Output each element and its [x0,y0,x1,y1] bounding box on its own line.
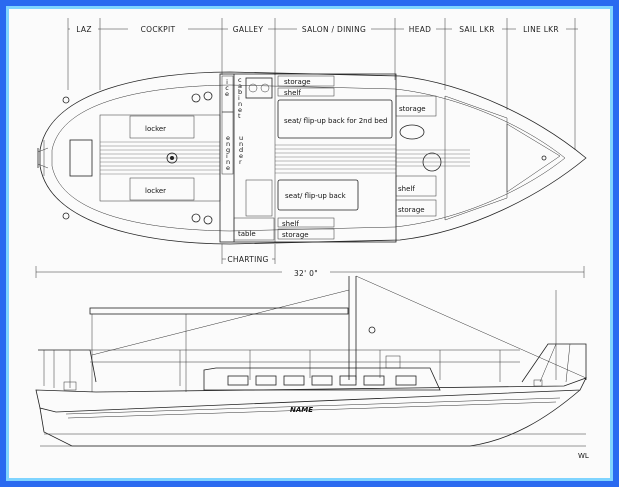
room-seat-bottom: seat/ flip-up back [285,192,347,200]
profile-view: NAME WL [35,275,589,460]
room-shelf-bottom: shelf [282,220,299,228]
head-sole [396,149,470,167]
section-label-salon: SALON / DINING [302,25,366,34]
section-label-sail-locker: SAIL LKR [459,25,495,34]
waterline-label: WL [578,452,589,460]
overall-length-dimension: 32' 0" [35,266,585,278]
winch-icon [191,93,201,103]
winch-icon [203,215,213,225]
wheel-icon [166,152,178,164]
stove [245,77,273,99]
spreader-fitting-icon [368,326,376,334]
length-label: 32' 0" [294,269,318,278]
room-storage-right-top: storage [399,105,426,113]
porthole [363,375,385,386]
sheer-line [35,377,587,413]
cockpit-deck [99,114,221,202]
drawing-border [6,6,613,481]
lazarette-hatch [69,139,93,177]
porthole [283,375,305,386]
room-locker-top: locker [145,125,166,133]
winch-icon [191,213,201,223]
section-label-head: HEAD [409,25,431,34]
room-locker-bottom: locker [145,187,166,195]
hull-name: NAME [290,406,313,414]
boom [89,307,349,315]
cabin-house [203,367,441,391]
salon-sole [275,144,396,174]
room-storage-bottom: storage [282,231,309,239]
room-seat-top: seat/ flip-up back for 2nd bed [284,117,387,125]
charting-label: CHARTING [227,255,268,264]
room-shelf-right: shelf [398,185,415,193]
winch-icon [203,91,213,101]
section-label-line-locker: LINE LKR [523,25,559,34]
cleat-icon [62,212,70,220]
porthole [255,375,277,386]
section-label-galley: GALLEY [233,25,264,34]
bow-fitting-icon [541,155,547,161]
section-label-cockpit: COCKPIT [141,25,176,34]
porthole [395,375,417,386]
porthole [227,375,249,386]
room-table: table [238,230,256,238]
charting-dimension: CHARTING [221,244,276,264]
section-label-laz: LAZ [76,25,92,34]
head-sink [399,124,425,140]
porthole [339,375,357,386]
hull-profile [39,389,581,447]
room-shelf-top: shelf [284,89,301,97]
room-storage-right-bottom: storage [398,206,425,214]
room-storage-top: storage [284,78,311,86]
porthole [311,375,333,386]
cleat-icon [62,96,70,104]
